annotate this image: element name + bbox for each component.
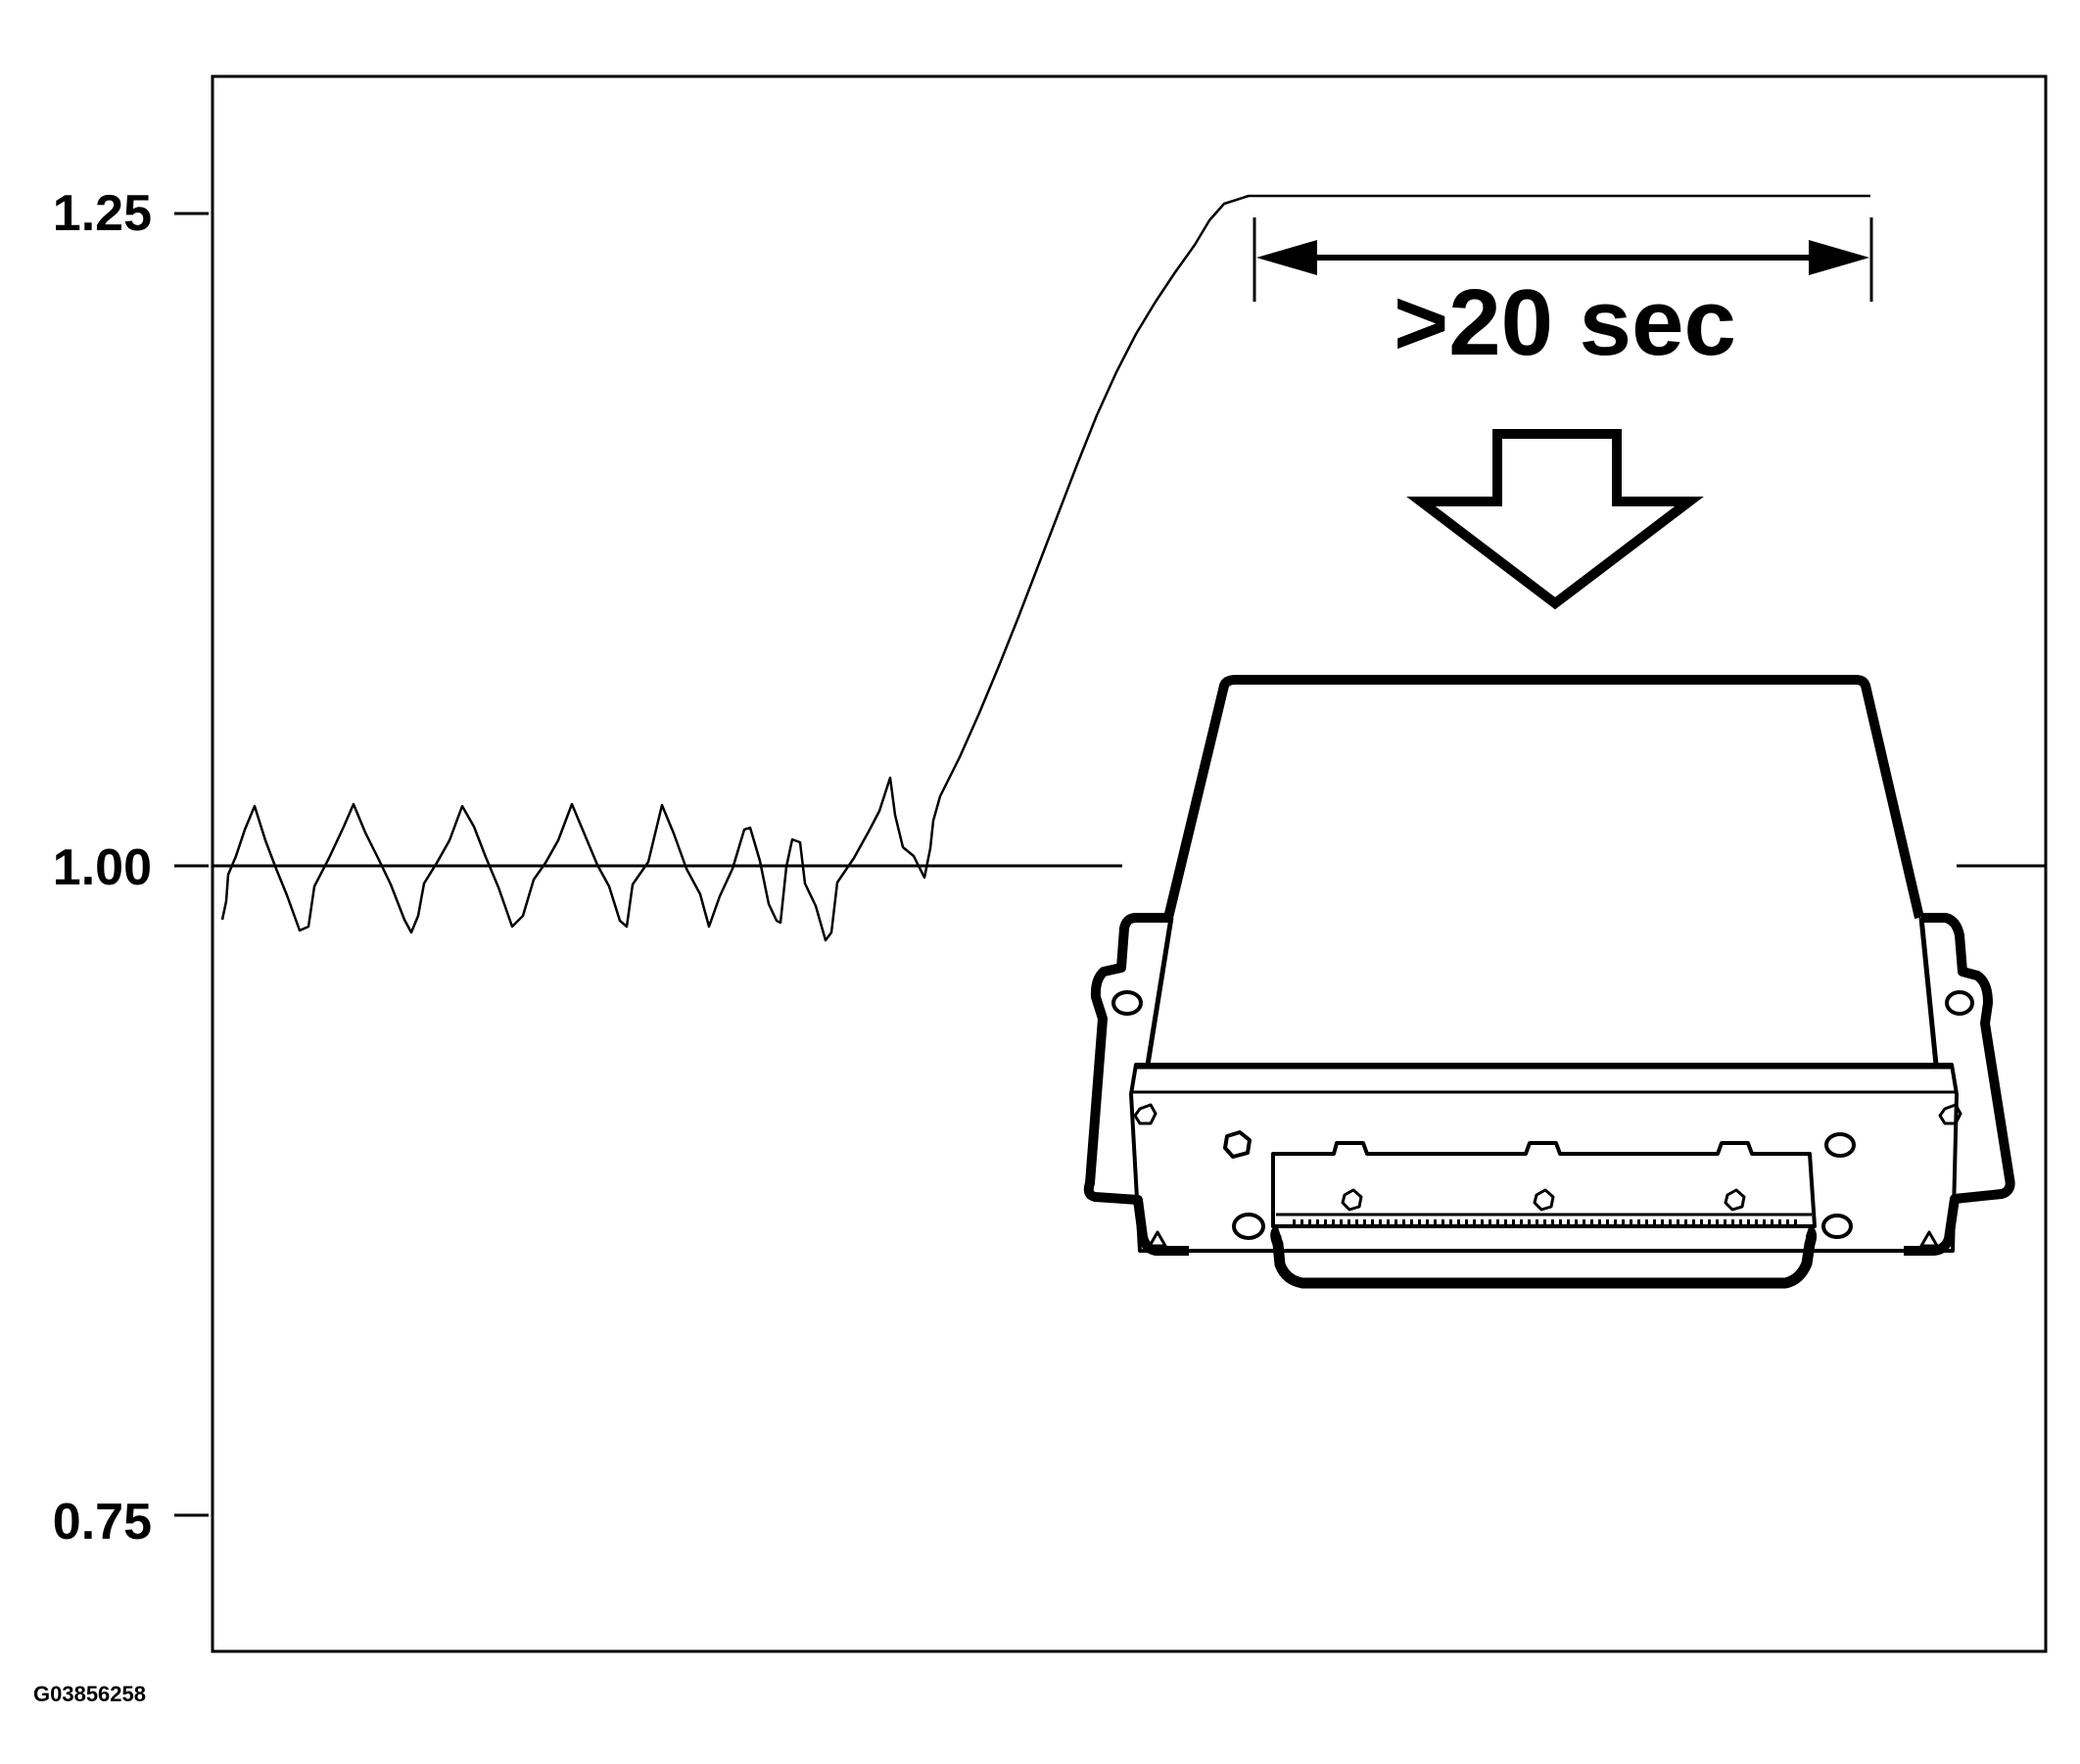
dimension-arrow-right <box>1809 240 1869 275</box>
tick-label-1-25: 1.25 <box>53 185 152 242</box>
dimension-arrow-left <box>1256 240 1317 275</box>
duration-label: >20 sec <box>1394 270 1736 375</box>
tick-label-1-00: 1.00 <box>53 839 152 896</box>
engine-control-module-icon <box>1083 675 2015 1289</box>
tick-label-0-75: 0.75 <box>53 1494 152 1550</box>
down-arrow-icon <box>1406 429 1704 610</box>
plot-frame <box>211 74 2048 1653</box>
signal-trace <box>220 194 1870 942</box>
figure-id: G03856258 <box>33 1682 146 1706</box>
